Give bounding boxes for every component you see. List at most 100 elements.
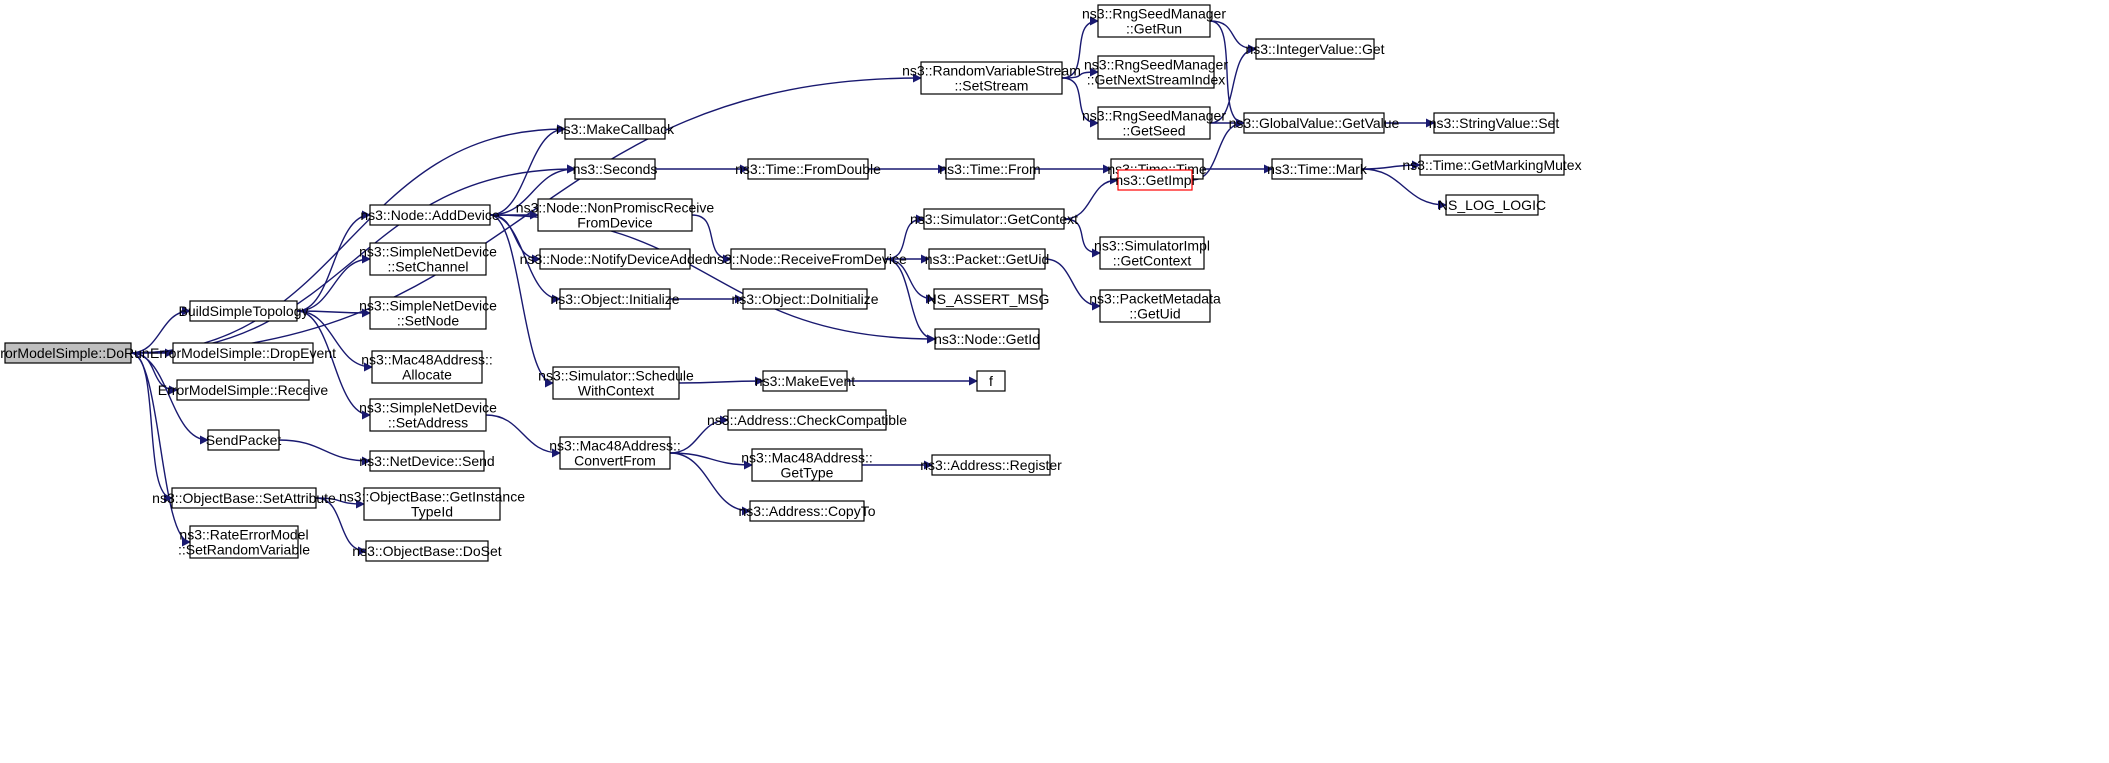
node-simimplgetcontext[interactable]: ns3::SimulatorImpl::GetContext <box>1094 236 1210 270</box>
node-doinitialize-label-0: ns3::Object::DoInitialize <box>731 291 878 307</box>
node-gettype[interactable]: ns3::Mac48Address::GetType <box>741 448 873 482</box>
node-setaddress[interactable]: ns3::SimpleNetDevice::SetAddress <box>359 398 497 432</box>
node-doset-box <box>365 540 489 562</box>
node-setchannel-box <box>369 242 487 276</box>
node-convertfrom-label-1: ConvertFrom <box>574 453 656 469</box>
node-allocate[interactable]: ns3::Mac48Address::Allocate <box>361 350 493 384</box>
node-checkcompatible[interactable]: ns3::Address::CheckCompatible <box>707 409 907 431</box>
node-dorun-label-0: ErrorModelSimple::DoRun <box>0 345 150 361</box>
node-packetmetadatagetuid[interactable]: ns3::PacketMetadata::GetUid <box>1089 289 1221 323</box>
edge-adddevice-to-initialize <box>489 214 561 304</box>
node-dorun[interactable]: ErrorModelSimple::DoRun <box>0 342 150 364</box>
node-setattribute-box <box>171 487 317 509</box>
edge-buildtopo-to-setchannel <box>296 254 371 312</box>
edge-adddevice-to-nodegetid <box>489 214 936 344</box>
edge-packetgetuid-to-packetmetadatagetuid <box>1044 258 1101 311</box>
node-setchannel[interactable]: ns3::SimpleNetDevice::SetChannel <box>359 242 497 276</box>
node-nonpromisc-label-1: FromDevice <box>577 215 653 231</box>
node-getrun[interactable]: ns3::RngSeedManager::GetRun <box>1082 4 1226 38</box>
node-convertfrom-box <box>559 436 671 470</box>
node-fromdouble[interactable]: ns3::Time::FromDouble <box>735 158 881 180</box>
node-setstream-label-0: ns3::RandomVariableStream <box>902 63 1081 79</box>
node-timefrom-box <box>945 158 1035 180</box>
node-setattribute[interactable]: ns3::ObjectBase::SetAttribute <box>152 487 336 509</box>
node-setrandomvar[interactable]: ns3::RateErrorModel::SetRandomVariable <box>178 525 310 559</box>
node-addressregister[interactable]: ns3::Address::Register <box>920 454 1062 476</box>
node-seconds-box <box>574 158 656 180</box>
edge-setaddress-to-convertfrom <box>485 414 561 458</box>
node-convertfrom-label-0: ns3::Mac48Address:: <box>549 438 681 454</box>
node-simimplgetcontext-label-0: ns3::SimulatorImpl <box>1094 238 1210 254</box>
edge-dorun-to-seconds <box>130 164 576 354</box>
node-copyto[interactable]: ns3::Address::CopyTo <box>739 500 876 522</box>
node-gettype-label-1: GetType <box>781 465 834 481</box>
node-stringvalueset[interactable]: ns3::StringValue::Set <box>1429 112 1560 134</box>
edge-buildtopo-to-setaddress <box>296 310 371 420</box>
node-getseed[interactable]: ns3::RngSeedManager::GetSeed <box>1082 106 1226 140</box>
node-getcontext[interactable]: ns3::Simulator::GetContext <box>910 208 1078 230</box>
node-integervalueget[interactable]: ns3::IntegerValue::Get <box>1245 38 1385 60</box>
node-makecallback[interactable]: ns3::MakeCallback <box>556 118 675 140</box>
edge-adddevice-to-makecallback <box>489 124 566 216</box>
node-nonpromisc-box <box>537 198 693 232</box>
node-setnode[interactable]: ns3::SimpleNetDevice::SetNode <box>359 296 497 330</box>
node-netdevsend[interactable]: ns3::NetDevice::Send <box>359 450 495 472</box>
node-buildtopo[interactable]: BuildSimpleTopology <box>179 300 309 322</box>
node-allocate-label-1: Allocate <box>402 367 452 383</box>
node-notifydeviceadded[interactable]: ns3::Node::NotifyDeviceAdded <box>520 248 711 270</box>
node-setrandomvar-label-1: ::SetRandomVariable <box>178 542 310 558</box>
node-setrandomvar-box <box>189 525 299 559</box>
edge-setattribute-to-getinstancetypeid <box>315 497 365 509</box>
node-receive[interactable]: ErrorModelSimple::Receive <box>158 379 329 401</box>
node-doinitialize[interactable]: ns3::Object::DoInitialize <box>731 288 879 310</box>
node-nsassertmsg[interactable]: NS_ASSERT_MSG <box>927 288 1050 310</box>
node-schedulewithcontext-label-0: ns3::Simulator::Schedule <box>538 368 694 384</box>
node-buildtopo-label-0: BuildSimpleTopology <box>179 303 309 319</box>
edge-setstream-to-getnextstreamindex <box>1061 67 1099 79</box>
node-timefrom-label-0: ns3::Time::From <box>939 161 1040 177</box>
node-seconds[interactable]: ns3::Seconds <box>573 158 658 180</box>
node-f[interactable]: f <box>976 370 1006 392</box>
node-getnextstreamindex-box <box>1097 55 1215 89</box>
node-packetgetuid[interactable]: ns3::Packet::GetUid <box>925 248 1050 270</box>
node-getnextstreamindex-label-1: ::GetNextStreamIndex <box>1087 72 1226 88</box>
node-initialize[interactable]: ns3::Object::Initialize <box>550 288 680 310</box>
node-packetmetadatagetuid-box <box>1099 289 1211 323</box>
node-initialize-label-0: ns3::Object::Initialize <box>550 291 679 307</box>
node-makeevent[interactable]: ns3::MakeEvent <box>755 370 855 392</box>
node-timefrom[interactable]: ns3::Time::From <box>939 158 1041 180</box>
node-getmarkingmutex[interactable]: ns3::Time::GetMarkingMutex <box>1402 154 1582 176</box>
node-packetgetuid-box <box>928 248 1046 270</box>
node-receivefromdevice[interactable]: ns3::Node::ReceiveFromDevice <box>709 248 907 270</box>
node-setstream[interactable]: ns3::RandomVariableStream::SetStream <box>902 61 1081 95</box>
node-nsloglogic[interactable]: NS_LOG_LOGIC <box>1438 194 1546 216</box>
edge-nonpromisc-to-receivefromdevice <box>691 214 732 264</box>
node-convertfrom[interactable]: ns3::Mac48Address::ConvertFrom <box>549 436 681 470</box>
node-getinstancetypeid-label-1: TypeId <box>411 504 453 520</box>
node-getimpl[interactable]: ns3::GetImpl <box>1115 169 1195 191</box>
node-stringvalueset-box <box>1433 112 1555 134</box>
node-dropevent[interactable]: ErrorModelSimple::DropEvent <box>150 342 336 364</box>
node-dropevent-box <box>172 342 314 364</box>
node-seconds-label-0: ns3::Seconds <box>573 161 658 177</box>
edge-getcontext-to-simimplgetcontext <box>1063 218 1101 258</box>
edge-setstream-to-getrun <box>1061 16 1099 79</box>
node-doset[interactable]: ns3::ObjectBase::DoSet <box>352 540 502 562</box>
node-globalvaluegetvalue[interactable]: ns3::GlobalValue::GetValue <box>1229 112 1400 134</box>
node-getnextstreamindex[interactable]: ns3::RngSeedManager::GetNextStreamIndex <box>1084 55 1228 89</box>
node-nodegetid[interactable]: ns3::Node::GetId <box>934 328 1040 350</box>
node-nsassertmsg-box <box>933 288 1043 310</box>
node-getrun-label-0: ns3::RngSeedManager <box>1082 6 1226 22</box>
node-timemark[interactable]: ns3::Time::Mark <box>1267 158 1368 180</box>
edge-convertfrom-to-gettype <box>669 452 753 470</box>
edges-layer <box>130 16 1447 556</box>
node-setattribute-label-0: ns3::ObjectBase::SetAttribute <box>152 490 336 506</box>
node-setchannel-label-0: ns3::SimpleNetDevice <box>359 244 497 260</box>
node-schedulewithcontext-box <box>552 366 680 400</box>
node-sendpacket[interactable]: SendPacket <box>206 429 282 451</box>
node-schedulewithcontext-label-1: WithContext <box>578 383 654 399</box>
node-adddevice[interactable]: ns3::Node::AddDevice <box>360 204 500 226</box>
